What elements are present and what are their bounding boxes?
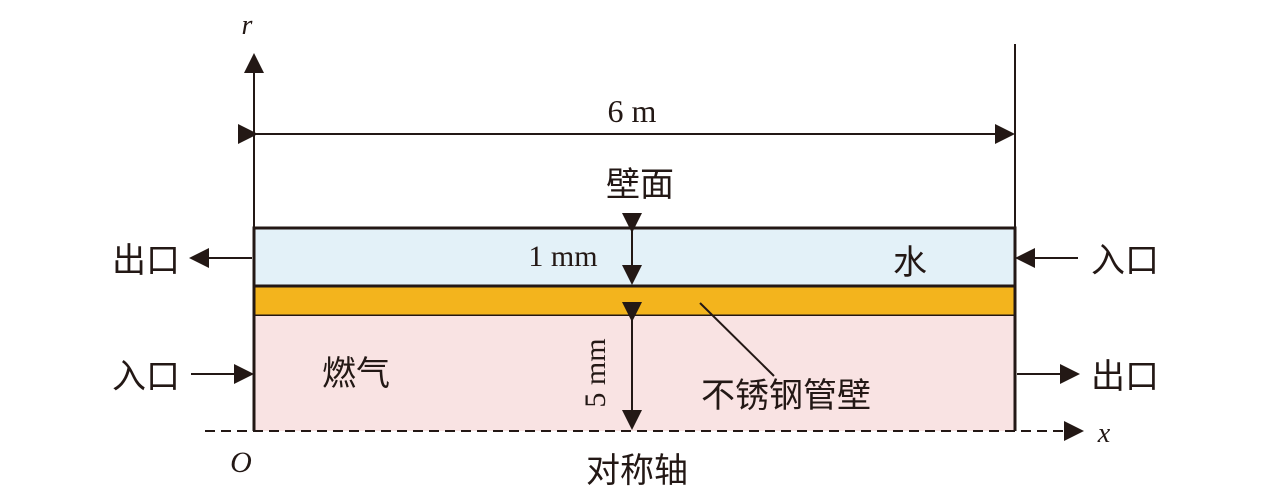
origin-label: O — [230, 446, 252, 479]
right-inlet-label: 入口 — [1091, 241, 1159, 281]
symmetry-axis-label: 对称轴 — [586, 451, 688, 491]
steel-wall-leader-line — [699, 302, 775, 377]
x-axis-label: x — [1097, 418, 1111, 449]
water-gap-label: 1 mm — [528, 240, 597, 273]
length-label: 6 m — [608, 93, 657, 129]
gas-radius-label: 5 mm — [579, 338, 612, 407]
right-outlet-label: 出口 — [1091, 357, 1159, 397]
r-axis-label: r — [242, 10, 253, 41]
left-inlet-label: 入口 — [112, 357, 180, 397]
water-label: 水 — [893, 243, 927, 283]
steel-layer — [252, 284, 1017, 318]
left-outlet-label: 出口 — [112, 241, 180, 281]
gas-label: 燃气 — [322, 354, 390, 394]
wall-surface-label: 壁面 — [606, 165, 674, 205]
steel-wall-label: 不锈钢管壁 — [701, 376, 871, 416]
